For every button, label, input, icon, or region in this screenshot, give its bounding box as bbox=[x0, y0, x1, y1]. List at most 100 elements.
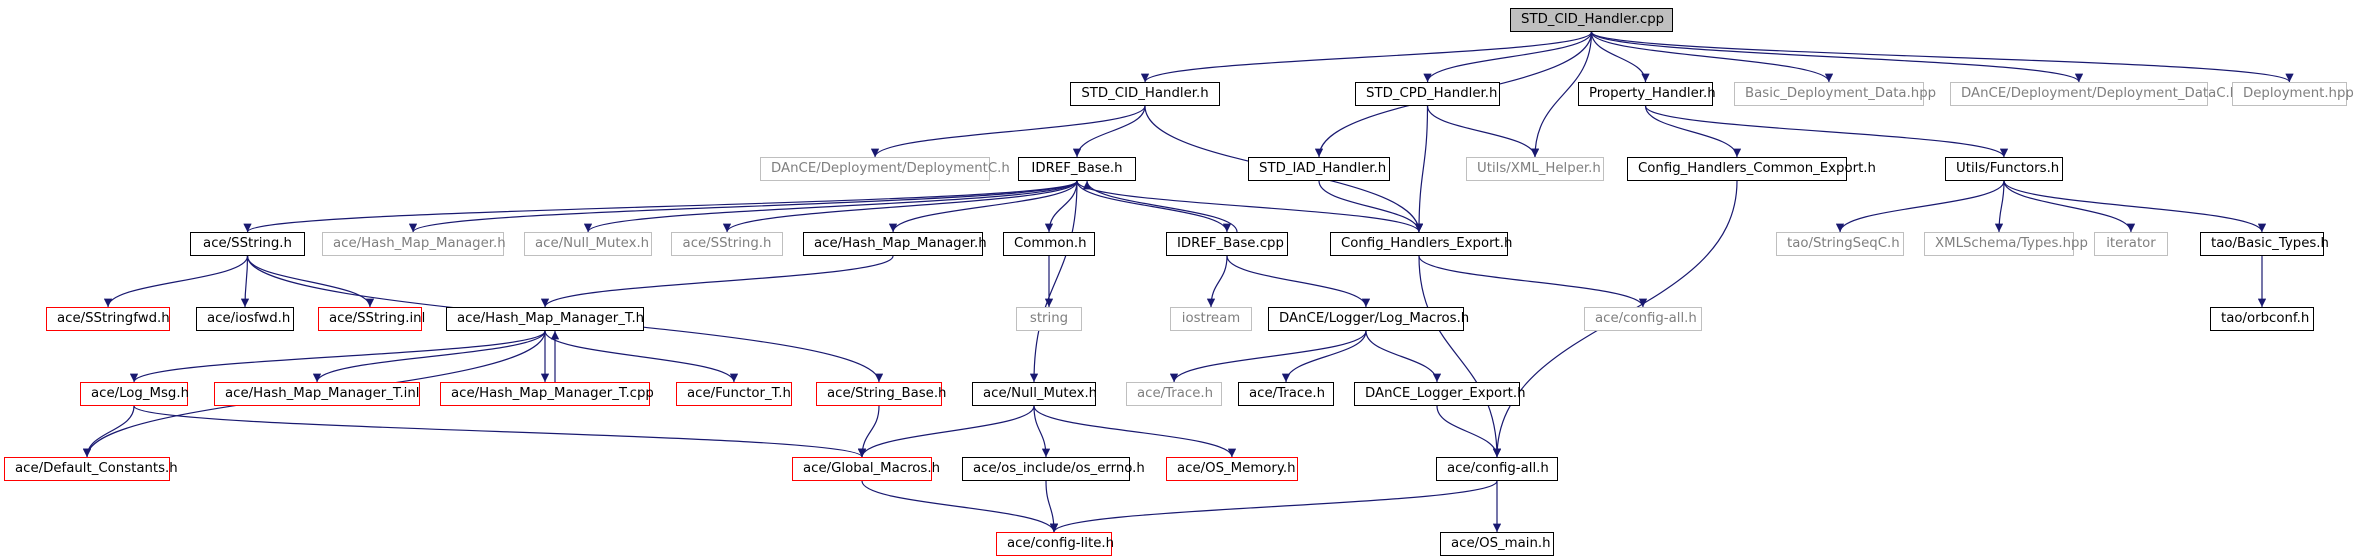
edge-root-to-bdd bbox=[1590, 31, 1834, 83]
edge-hmmt-to-logmsg bbox=[129, 330, 546, 383]
edge-logmsg-to-globm bbox=[133, 405, 866, 458]
edge-idrefh-to-nm bbox=[1029, 180, 1078, 383]
node-ace-trace-h-external[interactable]: ace/Trace.h bbox=[1126, 382, 1222, 406]
node-deploymentc-h[interactable]: DAnCE/Deployment/DeploymentC.h bbox=[760, 157, 1010, 181]
edge-root-to-ddc bbox=[1590, 31, 2084, 83]
node-tao-orbconf-h[interactable]: tao/orbconf.h bbox=[2210, 307, 2314, 331]
node-property-handler-h[interactable]: Property_Handler.h bbox=[1578, 82, 1716, 106]
node-idref-base-h[interactable]: IDREF_Base.h bbox=[1018, 157, 1136, 181]
edge-sstrh-to-ssinl bbox=[246, 255, 375, 308]
edge-hmmt-to-functort bbox=[544, 330, 739, 383]
node-ace-os-memory-h[interactable]: ace/OS_Memory.h bbox=[1166, 457, 1298, 481]
edge-proph-to-chce bbox=[1644, 105, 1742, 158]
edge-idrefcpp-to-idrefh bbox=[1082, 180, 1238, 233]
node-basic-deployment-data-hpp[interactable]: Basic_Deployment_Data.hpp bbox=[1734, 82, 1936, 106]
node-std-cid-handler-cpp[interactable]: STD_CID_Handler.cpp bbox=[1510, 8, 1673, 32]
edge-cpdh-to-xmlh bbox=[1426, 105, 1540, 158]
edge-root-to-cpdh bbox=[1423, 31, 1593, 83]
node-ace-null-mutex-h-external[interactable]: ace/Null_Mutex.h bbox=[524, 232, 652, 256]
node-ace-functor-t-h[interactable]: ace/Functor_T.h bbox=[676, 382, 792, 406]
node-iterator[interactable]: iterator bbox=[2094, 232, 2168, 256]
edge-sstrh-to-ssfwd bbox=[103, 255, 249, 308]
edge-root-to-dephpp bbox=[1590, 31, 2294, 83]
node-ace-sstring-inl[interactable]: ace/SString.inl bbox=[318, 307, 425, 331]
node-iostream[interactable]: iostream bbox=[1170, 307, 1252, 331]
node-std-iad-handler-h[interactable]: STD_IAD_Handler.h bbox=[1248, 157, 1390, 181]
edge-proph-to-func bbox=[1644, 105, 2009, 158]
node-tao-basic-types-h[interactable]: tao/Basic_Types.h bbox=[2200, 232, 2329, 256]
edge-logm-to-dle bbox=[1365, 330, 1442, 383]
edge-func-to-xmltypes bbox=[1994, 180, 2005, 233]
node-ace-hash-map-manager-t-inl[interactable]: ace/Hash_Map_Manager_T.inl bbox=[214, 382, 420, 406]
edge-root-to-cidh bbox=[1140, 31, 1593, 83]
node-ace-config-lite-h[interactable]: ace/config-lite.h bbox=[996, 532, 1114, 556]
node-xmlschema-types-hpp[interactable]: XMLSchema/Types.hpp bbox=[1924, 232, 2088, 256]
edge-idrefh-to-nm_g bbox=[583, 180, 1078, 233]
node-utils-xml-helper-h[interactable]: Utils/XML_Helper.h bbox=[1466, 157, 1604, 181]
edge-logmsg-to-defc bbox=[82, 405, 135, 458]
edge-func-to-basict bbox=[2003, 180, 2267, 233]
edge-logm-to-trace_g bbox=[1169, 330, 1367, 383]
edge-nm-to-oserrno bbox=[1033, 405, 1051, 458]
edge-che-to-cfgall bbox=[1418, 255, 1502, 458]
edge-che-to-cfgall_g bbox=[1418, 255, 1648, 308]
node-config-handlers-export-h[interactable]: Config_Handlers_Export.h bbox=[1330, 232, 1512, 256]
edge-idrefh-to-hmm bbox=[888, 180, 1078, 233]
node-dance-logger-export-h[interactable]: DAnCE_Logger_Export.h bbox=[1354, 382, 1526, 406]
edge-nm-to-osmem bbox=[1033, 405, 1237, 458]
node-std-cpd-handler-h[interactable]: STD_CPD_Handler.h bbox=[1355, 82, 1500, 106]
node-ace-log-msg-h[interactable]: ace/Log_Msg.h bbox=[80, 382, 189, 406]
edge-logm-to-trace bbox=[1281, 330, 1367, 383]
edge-cidh-to-depc bbox=[870, 105, 1146, 158]
edge-cfgall-to-cfglite bbox=[1049, 480, 1498, 533]
node-ace-global-macros-h[interactable]: ace/Global_Macros.h bbox=[792, 457, 940, 481]
edge-dle-to-cfgall bbox=[1436, 405, 1502, 458]
edge-idrefcpp-to-iostream bbox=[1206, 255, 1228, 308]
edge-idrefh-to-common bbox=[1044, 180, 1078, 233]
node-ace-hash-map-manager-h-external[interactable]: ace/Hash_Map_Manager.h bbox=[322, 232, 506, 256]
edge-root-to-proph bbox=[1590, 31, 1650, 83]
edge-sstrh-to-iosfwd bbox=[240, 255, 250, 308]
edge-idrefcpp-to-logm bbox=[1226, 255, 1371, 308]
node-ace-hash-map-manager-t-h[interactable]: ace/Hash_Map_Manager_T.h bbox=[446, 307, 644, 331]
node-ace-hash-map-manager-t-cpp[interactable]: ace/Hash_Map_Manager_T.cpp bbox=[440, 382, 654, 406]
node-ace-trace-h[interactable]: ace/Trace.h bbox=[1238, 382, 1334, 406]
edge-iadh-to-che bbox=[1318, 180, 1424, 233]
node-common-h[interactable]: Common.h bbox=[1003, 232, 1095, 256]
edge-globm-to-cfglite bbox=[861, 480, 1059, 533]
node-ace-os-main-h[interactable]: ace/OS_main.h bbox=[1440, 532, 1554, 556]
node-ace-sstringfwd-h[interactable]: ace/SStringfwd.h bbox=[46, 307, 170, 331]
node-dance-logger-log-macros-h[interactable]: DAnCE/Logger/Log_Macros.h bbox=[1268, 307, 1469, 331]
edge-idrefh-to-hmm_g bbox=[409, 180, 1078, 233]
node-std-cid-handler-h[interactable]: STD_CID_Handler.h bbox=[1070, 82, 1220, 106]
edge-func-to-iter bbox=[2003, 180, 2136, 233]
node-idref-base-cpp[interactable]: IDREF_Base.cpp bbox=[1166, 232, 1288, 256]
node-ace-os-include-os-errno-h[interactable]: ace/os_include/os_errno.h bbox=[962, 457, 1145, 481]
node-ace-default-constants-h[interactable]: ace/Default_Constants.h bbox=[4, 457, 178, 481]
node-ace-sstring-h-external[interactable]: ace/SString.h bbox=[671, 232, 783, 256]
edge-root-to-xmlh bbox=[1530, 31, 1593, 158]
node-ace-config-all-h-external[interactable]: ace/config-all.h bbox=[1584, 307, 1702, 331]
edge-hmmt-to-hmmtinl bbox=[312, 330, 546, 383]
edge-idrefh-to-idrefcpp bbox=[1076, 180, 1232, 233]
node-string[interactable]: string bbox=[1016, 307, 1082, 331]
edge-strbase-to-globm bbox=[857, 405, 880, 458]
node-ace-config-all-h[interactable]: ace/config-all.h bbox=[1436, 457, 1558, 481]
node-ace-hash-map-manager-h[interactable]: ace/Hash_Map_Manager.h bbox=[803, 232, 987, 256]
node-ace-sstring-h[interactable]: ace/SString.h bbox=[190, 232, 305, 256]
node-ace-iosfwd-h[interactable]: ace/iosfwd.h bbox=[196, 307, 294, 331]
edge-nm-to-globm bbox=[857, 405, 1035, 458]
node-utils-functors-h[interactable]: Utils/Functors.h bbox=[1945, 157, 2063, 181]
node-deployment-hpp[interactable]: Deployment.hpp bbox=[2232, 82, 2354, 106]
node-ace-string-base-h[interactable]: ace/String_Base.h bbox=[816, 382, 946, 406]
node-ace-null-mutex-h[interactable]: ace/Null_Mutex.h bbox=[972, 382, 1097, 406]
node-tao-stringseqc-h[interactable]: tao/StringSeqC.h bbox=[1776, 232, 1904, 256]
edge-idrefh-to-sstr_g bbox=[722, 180, 1078, 233]
node-deployment-datac-h[interactable]: DAnCE/Deployment/Deployment_DataC.h bbox=[1950, 82, 2238, 106]
edge-idrefh-to-sstrh bbox=[243, 180, 1078, 233]
node-config-handlers-common-export-h[interactable]: Config_Handlers_Common_Export.h bbox=[1627, 157, 1876, 181]
edge-cidh-to-idrefh bbox=[1072, 105, 1146, 158]
edge-hmm-to-hmmt bbox=[540, 255, 894, 308]
